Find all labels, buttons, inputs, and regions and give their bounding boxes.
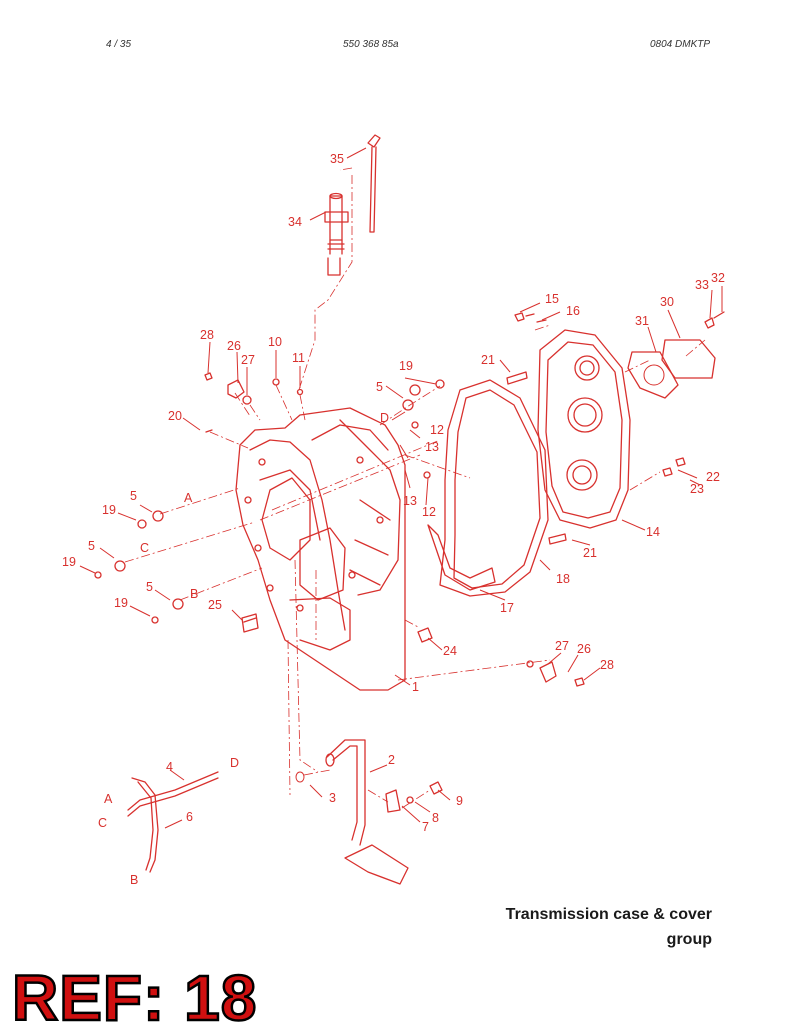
callout-15: 15 [545,292,559,306]
callout-21b: 21 [583,546,597,560]
callout-27b: 27 [555,639,569,653]
callout-labels: 35 34 28 26 27 10 11 20 19 5 D 12 13 13 … [62,152,725,887]
part-1-transmission-case [235,407,471,691]
part-31-gasket [627,351,679,399]
callout-21: 21 [481,353,495,367]
callout-4: 4 [166,760,173,774]
callout-11: 11 [292,351,305,365]
callout-13b: 13 [403,494,417,508]
letter-C: C [140,541,149,555]
callout-9: 8 [432,811,439,825]
callout-24: 24 [443,644,457,658]
callout-28b: 28 [600,658,614,672]
callout-19d: 19 [114,596,128,610]
callout-12b: 12 [422,505,436,519]
callout-5c: 5 [88,539,95,553]
document-code: 0804 DMKTP [650,39,711,50]
centerlines [124,324,706,809]
callout-13: 13 [425,440,439,454]
callout-14: 14 [646,525,660,539]
callout-12: 12 [430,423,444,437]
callout-31: 31 [635,314,649,328]
callout-22: 22 [706,470,720,484]
letter-B2: B [130,873,138,887]
leader-lines [79,147,723,829]
part-2-pipe [295,739,409,885]
callout-32: 32 [711,271,725,285]
callout-2: 2 [388,753,395,767]
callout-8: 9 [456,794,463,808]
letter-D2: D [230,756,239,770]
ref-label: REF: 18 [11,962,258,1035]
part-34-tube [296,175,353,397]
callout-20: 20 [168,409,182,423]
letter-C2: C [98,816,107,830]
callout-3: 3 [329,791,336,805]
fasteners [94,311,725,813]
part-35-dipstick [339,134,381,233]
callout-27: 27 [241,353,255,367]
callout-1: 1 [412,680,419,694]
part-18-gasket [439,379,549,597]
caption-subtitle: group [666,931,712,948]
callout-19c: 19 [62,555,76,569]
callout-26: 26 [227,339,241,353]
callout-33: 33 [695,278,709,292]
callout-35: 35 [330,152,344,166]
callout-5: 5 [376,380,383,394]
letter-A2: A [104,792,113,806]
part-30-cover [661,339,716,379]
caption-title: Transmission case & cover [505,906,712,923]
callout-25: 25 [208,598,222,612]
letter-A: A [184,491,193,505]
callout-16: 16 [566,304,580,318]
callout-5d: 5 [146,580,153,594]
callout-6: 6 [186,810,193,824]
part-17-plate [427,524,496,591]
callout-19b: 19 [102,503,116,517]
letter-D: D [380,411,389,425]
callout-34: 34 [288,215,302,229]
part-4-hose [127,771,219,817]
callout-17: 17 [500,601,514,615]
callout-19: 19 [399,359,413,373]
callout-18: 18 [556,572,570,586]
part-14-cover [537,329,631,529]
callout-5b: 5 [130,489,137,503]
callout-23: 23 [690,482,704,496]
callout-26b: 26 [577,642,591,656]
callout-28: 28 [200,328,214,342]
callout-7: 7 [422,820,429,834]
document-number: 550 368 85a [343,39,399,50]
page-number: 4 / 35 [106,39,132,50]
callout-10: 10 [268,335,282,349]
callout-30: 30 [660,295,674,309]
part-6-hose [131,777,159,873]
letter-B: B [190,587,198,601]
